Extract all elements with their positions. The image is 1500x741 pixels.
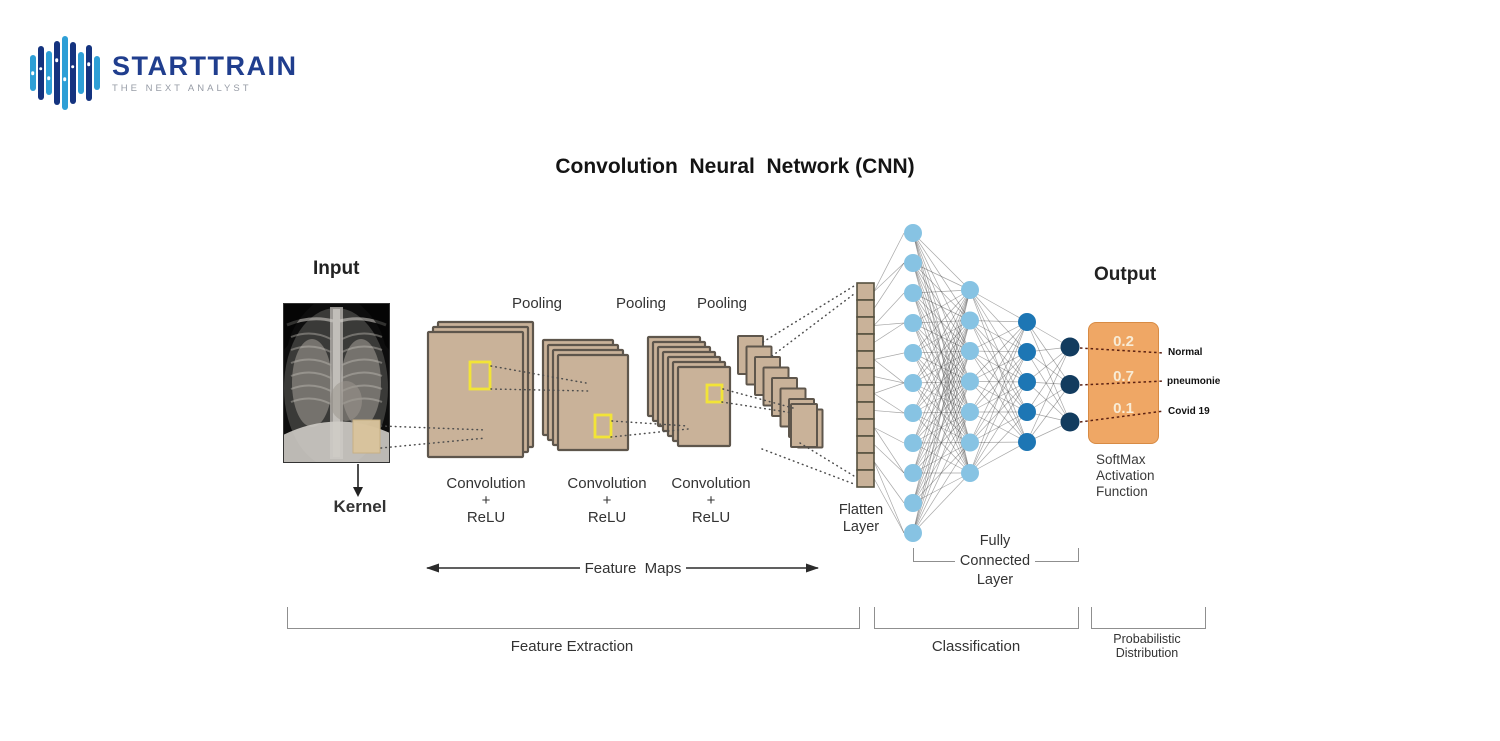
logo-bar bbox=[86, 45, 92, 101]
pooling-label-2: Pooling bbox=[615, 295, 667, 312]
class-label-normal: Normal bbox=[1168, 347, 1203, 358]
brand-tagline: THE NEXT ANALYST bbox=[112, 82, 252, 94]
probability-value: 0.7 bbox=[1113, 368, 1134, 385]
kernel-arrow bbox=[353, 464, 363, 497]
logo-bar bbox=[30, 55, 36, 91]
input-label: Input bbox=[313, 258, 360, 279]
conv-stack-3 bbox=[646, 335, 732, 448]
probability-value: 0.2 bbox=[1113, 333, 1134, 350]
softmax-activation-label: SoftMax Activation Function bbox=[1096, 452, 1155, 499]
logo-bar bbox=[70, 42, 76, 104]
class-label-covid19: Covid 19 bbox=[1168, 406, 1210, 417]
conv-stack-1 bbox=[426, 320, 535, 459]
conv-relu-label-2: Convolution+ReLU bbox=[567, 475, 647, 526]
pooling-label-1: Pooling bbox=[511, 295, 563, 312]
logo-bar bbox=[38, 46, 44, 100]
diagram-title: Convolution Neural Network (CNN) bbox=[555, 155, 915, 178]
feature-extraction-label: Feature Extraction bbox=[510, 638, 634, 655]
network-edges bbox=[873, 232, 1071, 534]
logo-bar bbox=[78, 52, 84, 94]
softmax-output-box: 0.2 0.7 0.1 bbox=[1088, 322, 1159, 444]
probabilistic-bracket bbox=[1091, 607, 1206, 629]
output-label: Output bbox=[1094, 264, 1157, 285]
feature-maps-label: Feature Maps bbox=[563, 560, 703, 577]
network-nodes bbox=[904, 224, 1080, 542]
logo-bar bbox=[54, 41, 60, 105]
class-label-pneumonie: pneumonie bbox=[1167, 376, 1221, 387]
conv-stack-2 bbox=[541, 338, 630, 452]
connected-label: Connected bbox=[945, 553, 1045, 569]
chest-xray-image bbox=[283, 303, 390, 463]
layer-label: Layer bbox=[976, 572, 1014, 588]
logo-bar bbox=[94, 56, 100, 90]
kernel-squares bbox=[468, 360, 724, 439]
logo-bar bbox=[62, 36, 68, 110]
starttrain-logo: STARTTRAIN THE NEXT ANALYST bbox=[30, 32, 297, 114]
fully-label: Fully bbox=[979, 533, 1011, 549]
logo-bar bbox=[46, 51, 52, 95]
flatten-layer-cells bbox=[856, 282, 875, 488]
feature-extraction-bracket bbox=[287, 607, 860, 629]
pooled-maps-cascade bbox=[737, 335, 824, 449]
dotted-connectors bbox=[380, 285, 855, 485]
brand-name: STARTTRAIN bbox=[112, 50, 298, 81]
logo-equalizer-icon bbox=[30, 32, 102, 114]
classification-bracket bbox=[874, 607, 1079, 629]
classification-label: Classification bbox=[931, 638, 1021, 655]
conv-relu-label-1: Convolution+ReLU bbox=[446, 475, 526, 526]
conv-relu-label-3: Convolution+ReLU bbox=[671, 475, 751, 526]
pooling-label-3: Pooling bbox=[696, 295, 748, 312]
kernel-label: Kernel bbox=[333, 497, 387, 516]
kernel-region-highlight bbox=[352, 419, 381, 454]
probability-value: 0.1 bbox=[1113, 400, 1134, 417]
logo-text: STARTTRAIN THE NEXT ANALYST bbox=[112, 50, 298, 94]
